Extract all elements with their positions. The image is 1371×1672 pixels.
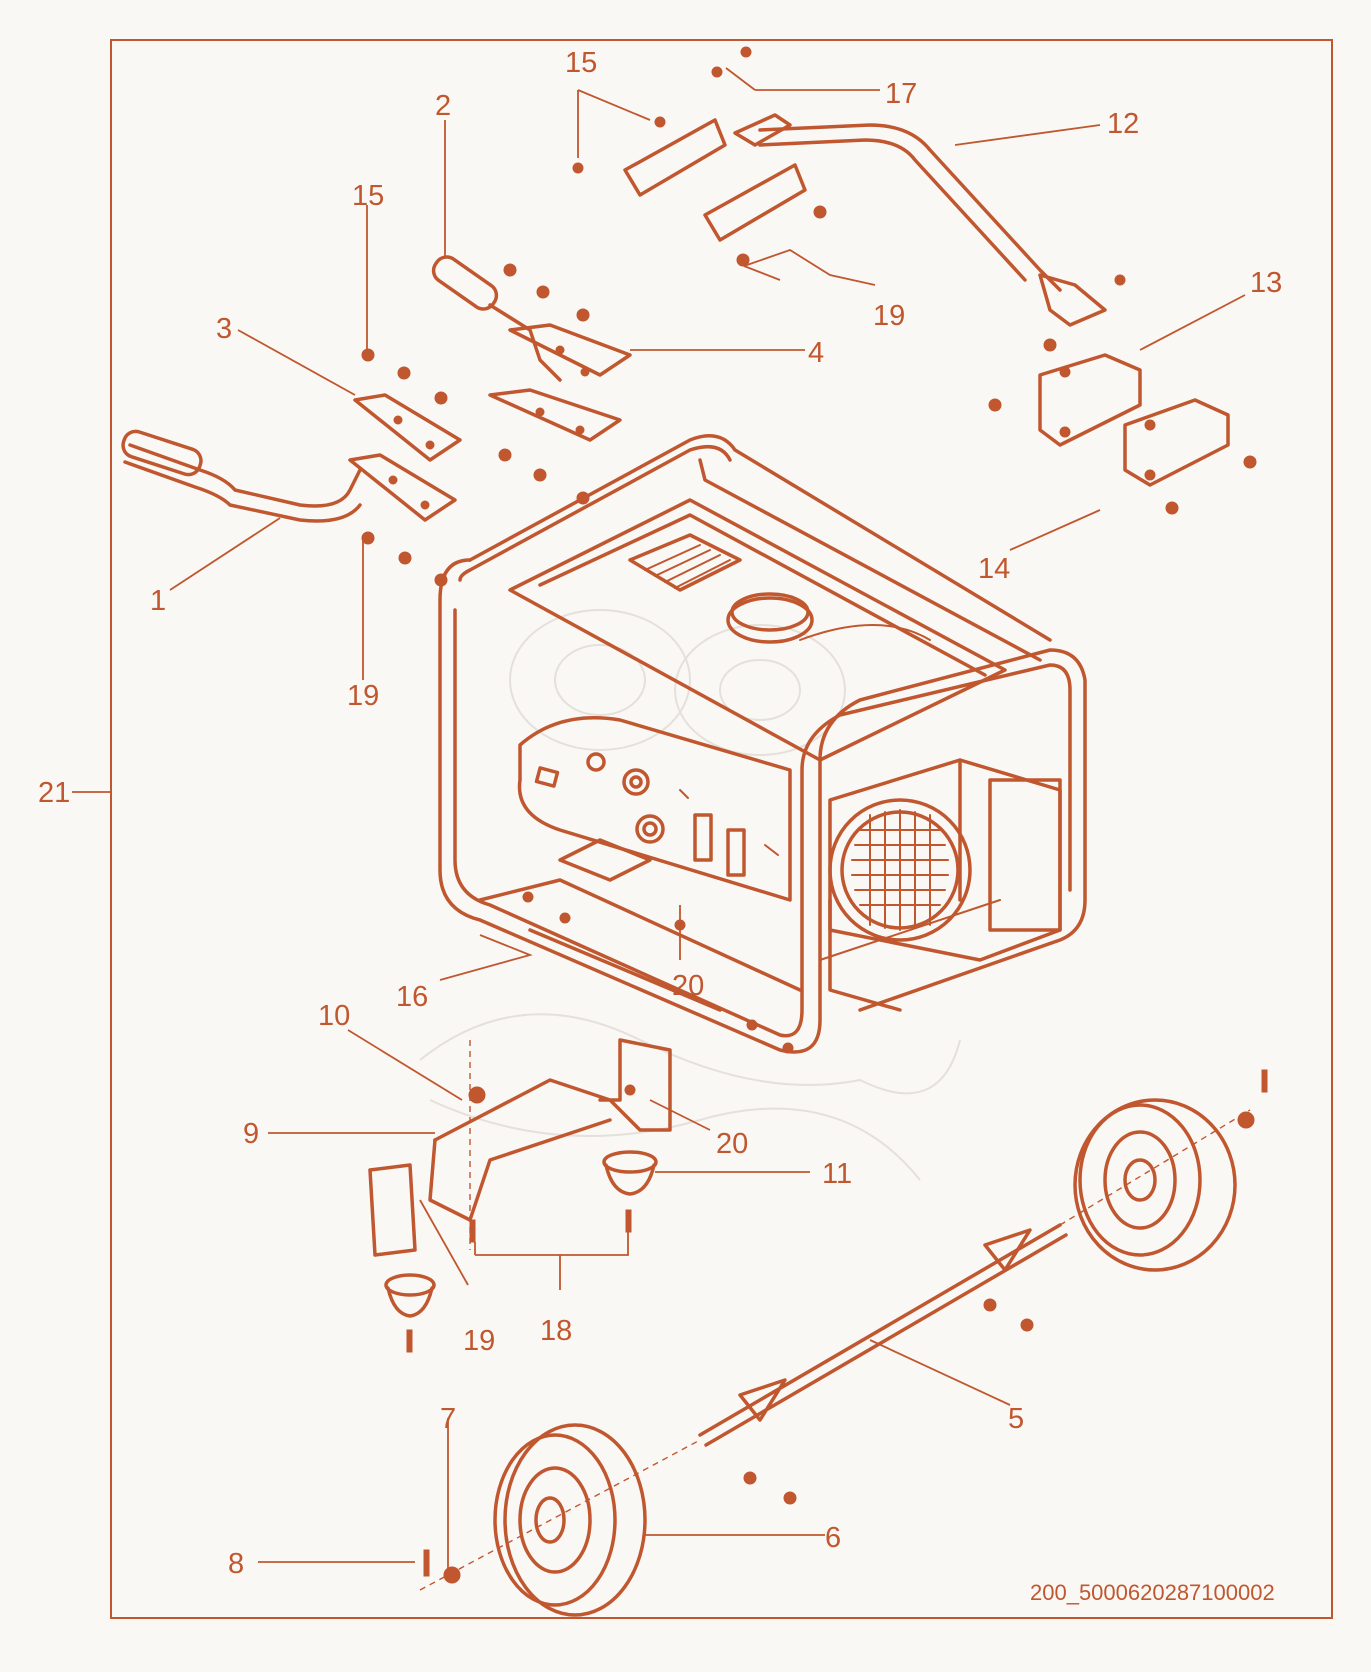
- foot-bracket-9: [368, 1038, 672, 1257]
- callout-11: 11: [822, 1158, 852, 1190]
- callout-1: 1: [150, 585, 166, 617]
- callout-18: 18: [540, 1315, 572, 1347]
- outer-frame: [110, 39, 1333, 1619]
- wheel-right: [1059, 1069, 1268, 1272]
- callout-2: 2: [435, 90, 451, 122]
- callout-14: 14: [978, 553, 1010, 585]
- handle-12: [733, 113, 1107, 327]
- callouts: 1 2 3 4 5 6 7 8 9 10 11 12 13 14 15 15 1…: [38, 47, 1282, 1605]
- callout-19-foot: 19: [463, 1325, 495, 1357]
- callout-3: 3: [216, 313, 232, 345]
- callout-15-left: 15: [352, 180, 384, 212]
- callout-20-foot: 20: [716, 1128, 748, 1160]
- callout-17: 17: [885, 78, 917, 110]
- bracket-14: [1123, 398, 1257, 515]
- bracket-17-plates: [572, 46, 827, 267]
- bracket-3: [348, 393, 462, 522]
- bracket-13: [988, 274, 1142, 447]
- callout-5: 5: [1008, 1403, 1024, 1435]
- foot-bolts: [406, 1040, 632, 1353]
- callout-21: 21: [38, 777, 70, 809]
- watermark: [419, 609, 961, 1181]
- callout-7: 7: [440, 1403, 456, 1435]
- bracket-4: [488, 323, 632, 442]
- callout-10: 10: [318, 1000, 350, 1032]
- callout-9: 9: [243, 1118, 259, 1150]
- rubber-foot-lower: [384, 1273, 436, 1318]
- callout-12: 12: [1107, 108, 1139, 140]
- drawing-code: 200_5000620287100002: [1030, 1580, 1275, 1605]
- rubber-foot-11: [602, 1150, 658, 1196]
- axle-5: [698, 1223, 1068, 1505]
- callout-19-left: 19: [347, 680, 379, 712]
- callout-19-top: 19: [873, 300, 905, 332]
- callout-4: 4: [808, 337, 824, 369]
- wheel-left: [419, 1423, 701, 1617]
- generator-frame: [438, 434, 1087, 1054]
- callout-8: 8: [228, 1548, 244, 1580]
- callout-13: 13: [1250, 267, 1282, 299]
- callout-16: 16: [396, 981, 428, 1013]
- handle-2: [431, 255, 562, 382]
- left-fasteners: [361, 263, 590, 587]
- callout-20-base: 20: [672, 970, 704, 1002]
- handle-left: [121, 429, 362, 523]
- callout-6: 6: [825, 1522, 841, 1554]
- leader-lines: [169, 67, 1246, 1570]
- callout-15-top: 15: [565, 47, 597, 79]
